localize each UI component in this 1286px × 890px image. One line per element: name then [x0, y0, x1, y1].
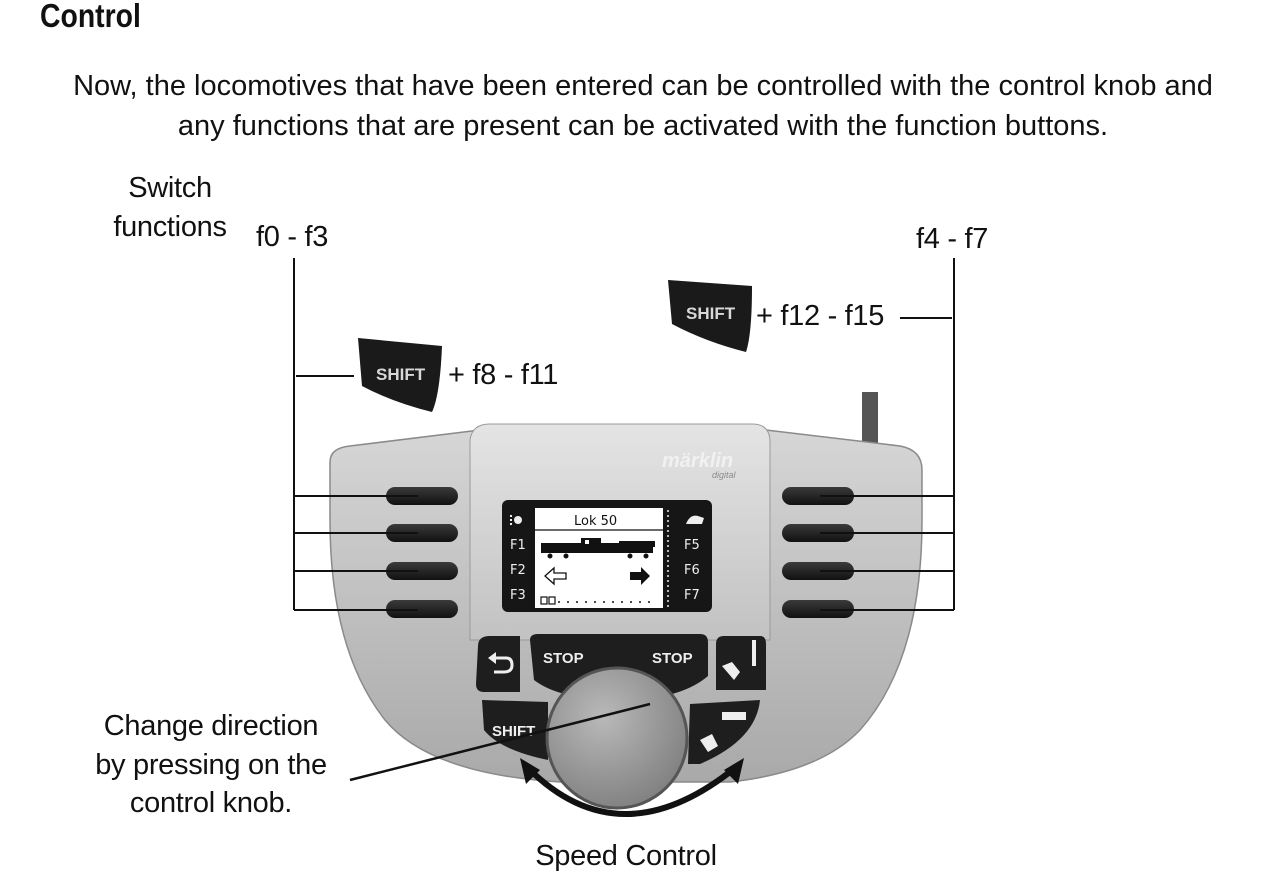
turtle-icon — [686, 515, 704, 524]
display-label-f1: F1 — [510, 538, 526, 553]
function-key-f6[interactable] — [782, 562, 854, 580]
display-label-f2: F2 — [510, 563, 526, 578]
direction-left-arrow-icon — [544, 566, 567, 586]
stop-label-right: STOP — [652, 650, 693, 667]
leader-lines-left — [293, 258, 418, 611]
loco-wrench-icon — [700, 712, 746, 752]
display-loco-name: Lok 50 — [574, 514, 617, 529]
function-key-f1[interactable] — [386, 524, 458, 542]
control-knob[interactable] — [545, 666, 689, 810]
intro-text-line2: any functions that are present can be ac… — [177, 110, 1109, 142]
shift-key-left — [358, 338, 442, 412]
stop-label-left: STOP — [543, 650, 584, 667]
direction-pointer — [349, 702, 651, 782]
back-button[interactable] — [476, 636, 520, 692]
direction-label-3: control knob. — [129, 787, 293, 819]
shift-key-right — [668, 280, 752, 352]
direction-right-arrow-icon — [630, 567, 650, 585]
function-key-f7[interactable] — [782, 600, 854, 618]
display-label-f7: F7 — [684, 588, 700, 603]
back-arrow-icon — [488, 652, 514, 674]
right-function-range: f4 - f7 — [916, 223, 989, 255]
function-key-f2[interactable] — [386, 562, 458, 580]
switch-functions-label-2: functions — [113, 211, 227, 243]
function-keys-right — [782, 487, 854, 618]
display-label-f3: F3 — [510, 588, 526, 603]
shift-key-left-label: SHIFT — [376, 365, 426, 384]
shift-button[interactable] — [482, 700, 548, 760]
shift-key-right-label: SHIFT — [686, 304, 736, 323]
signal-wrench-button[interactable] — [716, 636, 766, 690]
function-key-f3[interactable] — [386, 600, 458, 618]
switch-functions-label-1: Switch — [128, 172, 212, 204]
function-key-f4[interactable] — [782, 487, 854, 505]
display-label-f6: F6 — [684, 563, 700, 578]
direction-label-1: Change direction — [103, 710, 319, 742]
light-icon — [510, 515, 522, 525]
display-screen — [535, 508, 663, 608]
speed-control-label: Speed Control — [535, 840, 717, 872]
signal-wrench-icon — [722, 640, 756, 680]
section-title: Control — [40, 0, 141, 34]
function-keys-left — [386, 487, 458, 618]
speed-arc — [525, 765, 737, 817]
intro-text-line1: Now, the locomotives that have been ente… — [73, 70, 1213, 102]
left-function-range: f0 - f3 — [256, 221, 329, 253]
brand-sub: digital — [712, 470, 737, 480]
shift-right-range: + f12 - f15 — [756, 300, 885, 332]
display-label-f5: F5 — [684, 538, 700, 553]
brand-logo: märklin — [662, 450, 733, 472]
function-key-f5[interactable] — [782, 524, 854, 542]
locomotive-icon — [541, 538, 655, 559]
shift-left-range: + f8 - f11 — [448, 359, 559, 391]
antenna — [862, 392, 878, 452]
direction-label-2: by pressing on the — [95, 749, 327, 781]
function-key-f0[interactable] — [386, 487, 458, 505]
leader-lines-right — [820, 258, 955, 611]
